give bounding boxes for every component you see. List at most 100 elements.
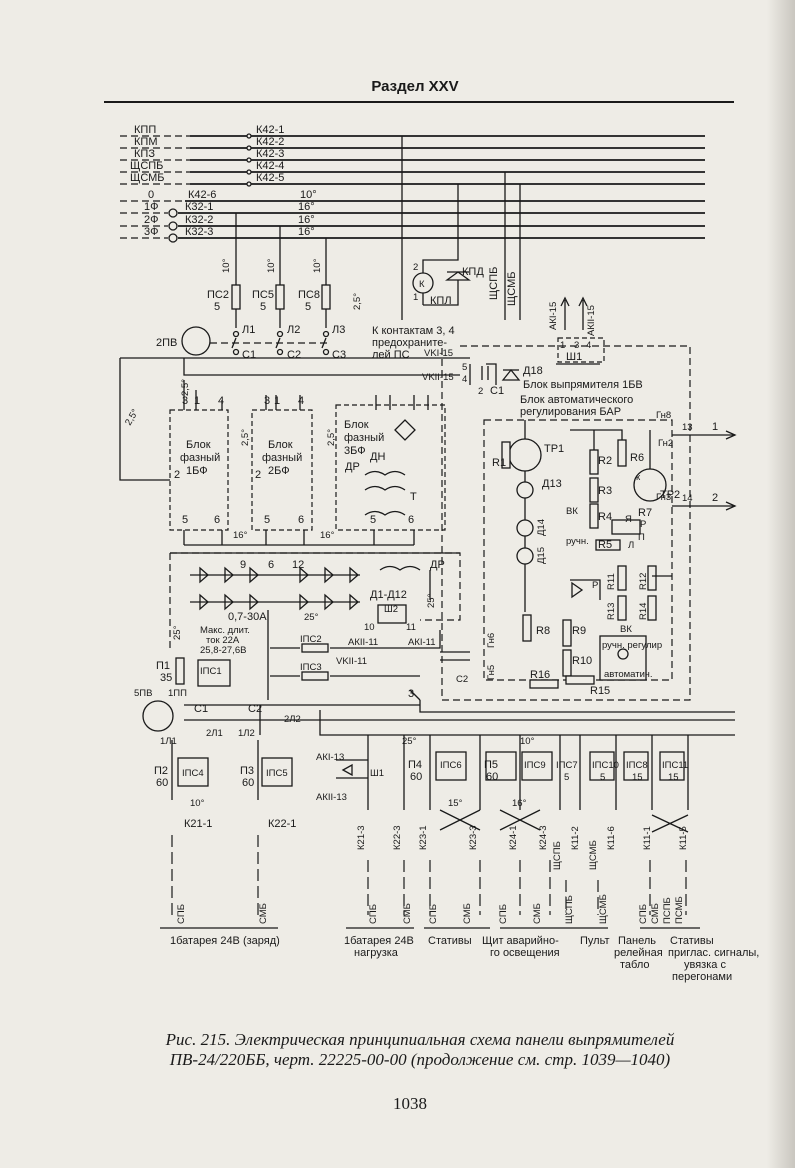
pin-2-c1: 2 [478, 386, 483, 397]
bf2-line2: фазный [262, 452, 302, 464]
dest-racks-2-3: увязка с [684, 959, 726, 971]
diode-d14: Д14 [536, 519, 547, 536]
label-vkii11: VKII-11 [336, 656, 367, 667]
bf1-line1: Блок [186, 439, 211, 451]
sec-2-5-a: 2,5° [180, 379, 191, 396]
res-r3: R3 [598, 485, 612, 497]
diode-d13: Д13 [542, 478, 562, 490]
label-p: П [638, 532, 645, 543]
res-r14: R14 [638, 603, 649, 620]
phase-ref-k32-1: К32-1 [185, 201, 213, 213]
sec-10-b: 10° [190, 798, 205, 809]
wire-smb-3: СМБ [462, 903, 473, 924]
res-r2: R2 [598, 455, 612, 467]
fuse-line-l1: Л1 [242, 324, 255, 336]
connector-sh2: Ш2 [384, 604, 398, 615]
fuse-ips7-rating: 5 [564, 772, 569, 783]
sec-25-b: 25° [426, 593, 437, 608]
phase-sec-1: 16° [298, 201, 315, 213]
dest-panel-1: Панель [618, 935, 656, 947]
top-fuse-group [181, 213, 331, 356]
fuse-ps8-rating: 5 [305, 301, 311, 313]
fuse-line-l3: Л3 [332, 324, 345, 336]
bottom-fuses [171, 735, 689, 833]
dest-racks-2-4: перегонами [672, 971, 732, 983]
res-r12: R12 [638, 573, 649, 590]
label-akii11: АКII-11 [348, 637, 378, 648]
diode-d15: Д15 [536, 547, 547, 564]
switch-2pv: 2ПВ [156, 337, 177, 349]
socket-gn3: Гн3 [656, 492, 671, 503]
fuse-ips3: IПС3 [300, 662, 322, 673]
section-title: Раздел XXV [371, 78, 459, 95]
bottom-cable-runs [160, 835, 700, 929]
fuse-ps5: ПС5 [252, 289, 274, 301]
fuse-p1: П1 [156, 660, 170, 672]
vlabel-shsmb: ЩСМБ [506, 271, 518, 306]
sec-2-5-d: 2,5° [352, 293, 363, 310]
fuse-p2-rating: 60 [156, 777, 168, 789]
fuse-sec-3: 10° [312, 258, 323, 273]
wire-2l2: 2Л2 [284, 714, 301, 725]
wire-pspb: ПСПБ [662, 897, 673, 924]
sec-2-5-c: 2,5° [326, 429, 337, 446]
phase-bus-2f: 2Ф [144, 214, 158, 226]
fuse-ips4: IПС4 [182, 768, 204, 779]
wire-spb-2: СПБ [368, 904, 379, 924]
diodes-d1-d12: Д1-Д12 [370, 589, 407, 601]
fuse-ips6: IПС6 [440, 760, 462, 771]
note-contacts-3: лей ПС [372, 349, 410, 361]
connector-sh1: Ш1 [566, 351, 582, 363]
fuse-ips9: IПС9 [524, 760, 546, 771]
max-current-2: ток 22А [206, 635, 240, 646]
sec-25-d: 25° [402, 736, 417, 747]
wire-psmb: ПСМБ [674, 896, 685, 924]
phase-ref-k42-6: К42-6 [188, 189, 216, 201]
wire-spb-1: СПБ [176, 904, 187, 924]
rectifier-block-1bv [441, 337, 691, 701]
bf3-line1: Блок [344, 419, 369, 431]
electrical-schematic: КПП КПМ КПЗ ЩСПБ ЩСМБ К42-1 К42-2 К42-3 … [119, 124, 759, 983]
bf2-pin3: 3 [264, 395, 270, 407]
fuse-p2: П2 [154, 765, 168, 777]
vk-box-auto: автоматич. [604, 669, 653, 680]
relay-k: К [419, 279, 425, 290]
ref-k22-1: К22-1 [268, 818, 296, 830]
fuse-p4: П4 [408, 759, 422, 771]
fuse-line-l2: Л2 [287, 324, 300, 336]
cap-c1: С1 [490, 385, 504, 397]
bar-label-1: Блок автоматического [520, 394, 633, 406]
fuse-p5: П5 [484, 759, 498, 771]
pin-10: 10 [364, 622, 375, 633]
sec-16-a: 16° [233, 530, 248, 541]
pin-6-b: 6 [268, 559, 274, 571]
fuse-p3-rating: 60 [242, 777, 254, 789]
res-r15: R15 [590, 685, 610, 697]
ref-k22-3: К22-3 [392, 825, 403, 850]
vk-box-manual: ручн. регулир [602, 640, 662, 651]
phase-bus-0: 0 [148, 189, 154, 201]
bf1-line2: фазный [180, 452, 220, 464]
label-r: Р [640, 519, 646, 530]
socket-gn2: Гн2 [658, 438, 673, 449]
fuse-p4-rating: 60 [410, 771, 422, 783]
dest-panel-3: табло [620, 959, 650, 971]
page-edge-shadow [767, 0, 795, 1168]
wire-1l1: 1Л1 [160, 736, 177, 747]
bus-label-kpz: КПЗ [134, 148, 155, 160]
note-contacts-2: предохраните- [372, 337, 447, 349]
caption-line-2: ПВ-24/220ББ, черт. 22225-00-00 (продолже… [169, 1050, 671, 1069]
phase-blocks [119, 357, 470, 554]
phase-sec-3: 16° [298, 226, 315, 238]
res-r10: R10 [572, 655, 592, 667]
bf1-pin4: 4 [218, 395, 224, 407]
note-contacts-1: К контактам 3, 4 [372, 325, 455, 337]
fuse-p1-rating: 35 [160, 672, 172, 684]
bus-label-shspb: ЩСПБ [130, 160, 163, 172]
sec-10-a: 10° [520, 736, 535, 747]
res-r4: R4 [598, 511, 612, 523]
sec-25-c: 25° [172, 625, 183, 640]
res-r11: R11 [606, 573, 617, 590]
dest-racks-2-2: приглас. сигналы, [668, 947, 759, 959]
